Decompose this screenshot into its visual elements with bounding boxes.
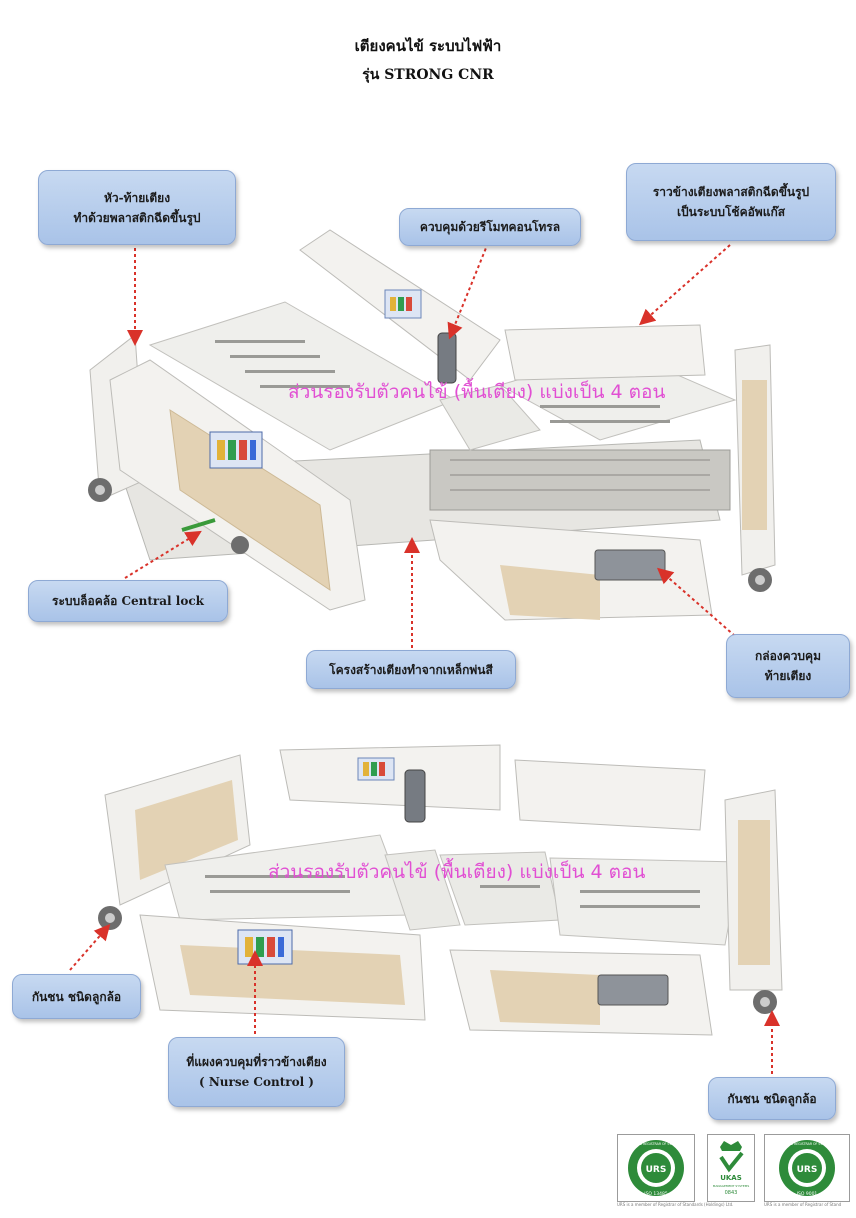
callout-line: ทำด้วยพลาสติกฉีดขึ้นรูป	[73, 210, 201, 225]
callout-line: โครงสร้างเตียงทำจากเหล็กพ่นสี	[329, 662, 493, 677]
callout-line: ระบบล็อคล้อ Central lock	[52, 594, 204, 608]
callout-nurse-control: ที่แผงควบคุมที่ราวข้างเตียง ( Nurse Cont…	[168, 1037, 345, 1107]
ukas-crown-icon: UKAS MANAGEMENT SYSTEMS 0843	[713, 1141, 750, 1196]
callout-line: หัว-ท้ายเตียง	[103, 190, 171, 205]
cert-badge-ukas: UKAS MANAGEMENT SYSTEMS 0843	[707, 1134, 755, 1202]
cert-caption-left: URS is a member of Registrar of Standard…	[617, 1202, 734, 1207]
callout-line: กันชน ชนิดลูกล้อ	[727, 1091, 817, 1106]
callout-head-foot-board: หัว-ท้ายเตียง ทำด้วยพลาสติกฉีดขึ้นรูป	[38, 170, 236, 245]
callout-line: ควบคุมด้วยรีโมทคอนโทรล	[419, 220, 561, 234]
badge-ukas-label: UKAS	[720, 1174, 742, 1182]
callout-side-rail: ราวข้างเตียงพลาสติกฉีดขึ้นรูป เป็นระบบโช…	[626, 163, 836, 241]
badge-ring-label: UNITED REGISTRAR OF SYSTEMS	[781, 1142, 833, 1146]
deck-overlay-text-bottom: ส่วนรองรับตัวคนไข้ (พื้นเตียง) แบ่งเป็น …	[268, 861, 646, 883]
callout-frame: โครงสร้างเตียงทำจากเหล็กพ่นสี	[306, 650, 516, 689]
cert-caption-right: URS is a member of Registrar of Stand	[764, 1202, 842, 1207]
callout-line: ราวข้างเตียงพลาสติกฉีดขึ้นรูป	[652, 185, 810, 199]
callout-line: ท้ายเตียง	[764, 669, 812, 683]
badge-urs-label: URS	[646, 1165, 667, 1175]
deck-overlay-text: ส่วนรองรับตัวคนไข้ (พื้นเตียง) แบ่งเป็น …	[288, 381, 666, 403]
urs-seal-icon: URS ISO 13485 UNITED REGISTRAR OF SYSTEM…	[628, 1140, 684, 1197]
badge-urs-label: URS	[797, 1165, 818, 1175]
callout-line: กล่องควบคุม	[754, 649, 821, 663]
callout-line: ( Nurse Control )	[198, 1075, 314, 1089]
badge-ukas-sub: MANAGEMENT SYSTEMS	[713, 1184, 750, 1188]
callout-central-lock: ระบบล็อคล้อ Central lock	[28, 580, 228, 622]
callout-remote-control: ควบคุมด้วยรีโมทคอนโทรล	[399, 208, 581, 246]
cert-badge-iso13485: URS ISO 13485 UNITED REGISTRAR OF SYSTEM…	[617, 1134, 695, 1202]
callout-line: กันชน ชนิดลูกล้อ	[31, 989, 122, 1004]
cert-badge-iso9001: URS ISO 9001 UNITED REGISTRAR OF SYSTEMS	[764, 1134, 850, 1202]
callout-line: ที่แผงควบคุมที่ราวข้างเตียง	[186, 1055, 327, 1069]
bottom-bed-image	[98, 744, 783, 1036]
badge-iso-label: ISO 13485	[644, 1191, 668, 1197]
badge-ukas-num: 0843	[725, 1190, 738, 1196]
badge-iso-label: ISO 9001	[797, 1191, 818, 1197]
callout-line: เป็นระบบโช้คอัพแก๊ส	[676, 205, 786, 219]
callout-arrows	[69, 242, 780, 1074]
document-title: เตียงคนไข้ ระบบไฟฟ้า	[354, 37, 502, 55]
badge-ring-label: UNITED REGISTRAR OF SYSTEMS	[630, 1142, 682, 1146]
callout-foot-control-box: กล่องควบคุม ท้ายเตียง	[726, 634, 850, 698]
callout-bumper-right: กันชน ชนิดลูกล้อ	[708, 1077, 836, 1120]
callout-bumper-left: กันชน ชนิดลูกล้อ	[12, 974, 141, 1019]
urs-seal-icon: URS ISO 9001 UNITED REGISTRAR OF SYSTEMS	[779, 1140, 835, 1197]
top-bed-image	[88, 229, 776, 621]
model-title: รุ่น STRONG CNR	[362, 67, 494, 83]
